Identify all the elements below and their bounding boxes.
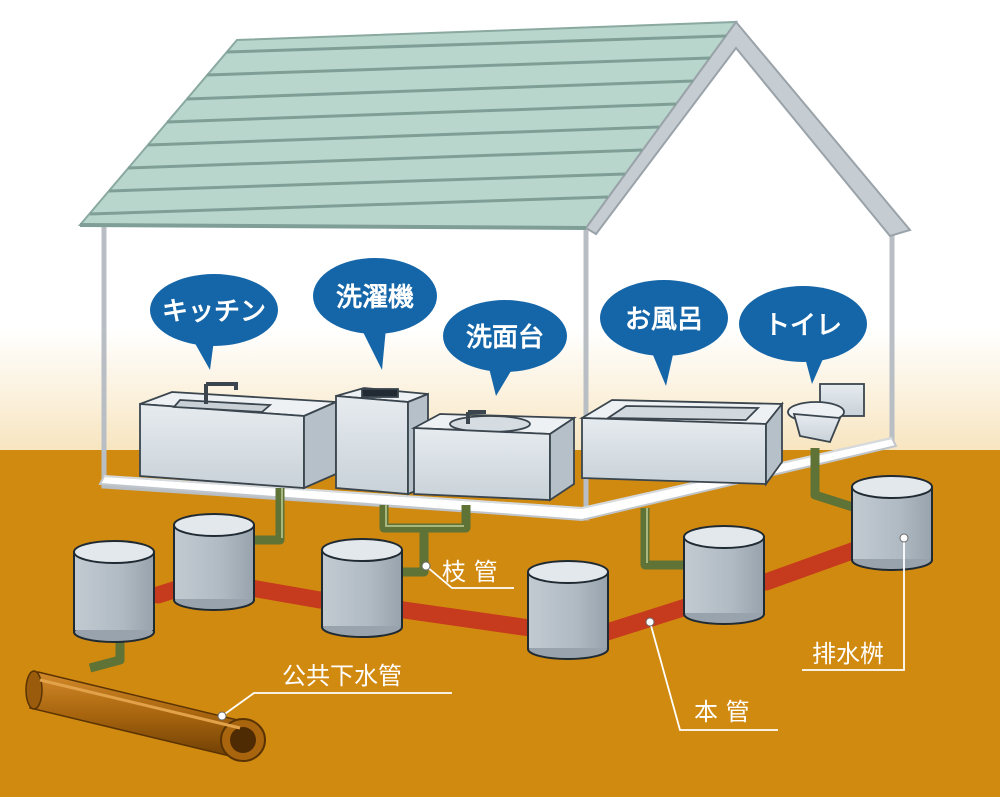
branch-pipe-leader (425, 565, 514, 589)
branch-pipe-leader-dot (421, 561, 431, 571)
callouts: キッチン 洗濯機 洗面台 お風呂 トイレ (150, 258, 867, 396)
kitchen-callout: キッチン (150, 274, 278, 370)
house-floor-top (103, 437, 893, 510)
washbasin-callout: 洗面台 (443, 300, 567, 396)
drain-box[interactable] (527, 560, 609, 660)
washing-machine-unit[interactable] (335, 387, 429, 496)
drain-box[interactable] (683, 525, 765, 625)
branch-pipes (88, 448, 858, 673)
bath-callout: お風呂 (600, 280, 728, 386)
main-pipe-label: 本 管 (694, 698, 750, 726)
drain-box[interactable] (321, 538, 403, 638)
toilet-unit[interactable] (787, 383, 865, 444)
kitchen-counter[interactable] (139, 382, 337, 490)
public-sewer-pipe[interactable] (25, 670, 266, 762)
fixtures (139, 382, 865, 502)
drain-box[interactable] (851, 475, 933, 571)
main-pipe-leader-dot (645, 617, 655, 627)
roof (77, 20, 912, 238)
washbasin-unit[interactable] (410, 410, 577, 502)
drain-box[interactable] (173, 513, 255, 611)
sewer-leader-dot (217, 711, 227, 721)
bath-label: お風呂 (625, 305, 703, 335)
public-sewer-label: 公共下水管 (282, 662, 402, 690)
toilet-label: トイレ (764, 311, 842, 341)
branch-pipe-label: 枝 管 (442, 558, 498, 586)
annotations (221, 538, 905, 731)
drain-box[interactable] (73, 540, 155, 643)
main-pipe-leader (649, 621, 778, 731)
drain-box-leader (802, 538, 905, 671)
drain-boxes (73, 475, 933, 660)
washing-machine-callout: 洗濯機 (313, 258, 437, 370)
drain-box-leader-dot (899, 533, 909, 543)
washbasin-label: 洗面台 (466, 322, 544, 353)
toilet-callout: トイレ (739, 286, 867, 384)
sewer-leader (221, 692, 452, 717)
bathtub-unit[interactable] (578, 399, 784, 487)
drain-box-label: 排水桝 (812, 640, 884, 668)
kitchen-label: キッチン (162, 297, 266, 327)
washing-machine-label: 洗濯機 (336, 283, 414, 313)
